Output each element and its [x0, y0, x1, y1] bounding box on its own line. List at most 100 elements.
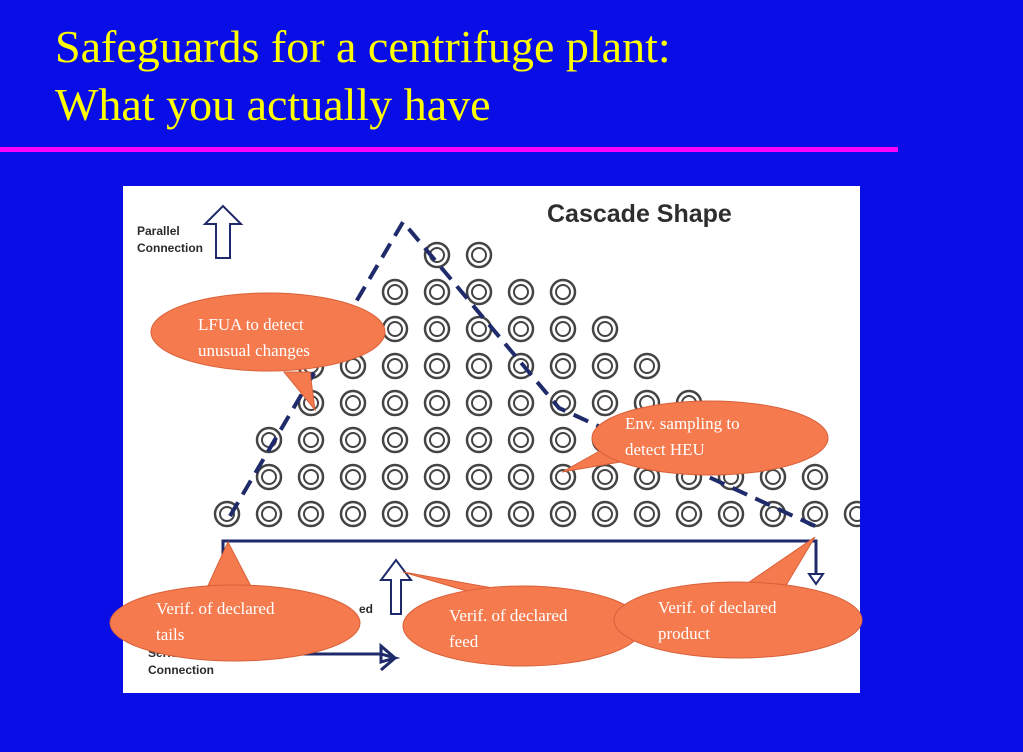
centrifuge-unit-core [513, 469, 529, 485]
centrifuge-unit [297, 426, 325, 454]
centrifuge-unit-core [219, 506, 235, 522]
centrifuge-unit [465, 352, 493, 380]
centrifuge-unit-core [597, 395, 613, 411]
centrifuge-unit [549, 500, 577, 528]
env-sampling-callout-text: Env. sampling to detect HEU [625, 411, 740, 463]
centrifuge-unit [255, 426, 283, 454]
centrifuge-unit [549, 352, 577, 380]
centrifuge-unit [549, 426, 577, 454]
centrifuge-unit [465, 241, 493, 269]
product-callout: Verif. of declared product [605, 535, 867, 665]
parallel-label-line-2: Connection [137, 241, 203, 255]
centrifuge-unit-core [807, 506, 823, 522]
centrifuge-unit [507, 500, 535, 528]
centrifuge-unit-core [513, 321, 529, 337]
centrifuge-unit-core [555, 358, 571, 374]
parallel-connection-label: Parallel Connection [137, 223, 203, 257]
centrifuge-unit-core [471, 395, 487, 411]
centrifuge-unit-core [555, 321, 571, 337]
feed-label-fragment: ed [359, 602, 374, 616]
lfua-callout-bubble [150, 292, 386, 412]
centrifuge-unit [549, 315, 577, 343]
centrifuge-unit [591, 315, 619, 343]
centrifuge-unit [591, 500, 619, 528]
slide-title: Safeguards for a centrifuge plant: What … [55, 18, 671, 134]
lfua-callout: LFUA to detect unusual changes [150, 292, 390, 422]
centrifuge-unit [381, 500, 409, 528]
centrifuge-unit [759, 500, 787, 528]
centrifuge-unit-core [597, 321, 613, 337]
centrifuge-unit-core [429, 358, 445, 374]
parallel-label-line-1: Parallel [137, 224, 180, 238]
centrifuge-unit [381, 352, 409, 380]
lfua-line-1: LFUA to detect [198, 315, 304, 334]
product-callout-text: Verif. of declared product [658, 595, 776, 647]
centrifuge-unit [423, 500, 451, 528]
centrifuge-unit-core [471, 247, 487, 263]
centrifuge-unit [717, 500, 745, 528]
centrifuge-unit-core [555, 506, 571, 522]
tails-callout: Verif. of declared tails [108, 540, 364, 665]
centrifuge-unit [507, 278, 535, 306]
centrifuge-unit [255, 500, 283, 528]
centrifuge-unit [381, 389, 409, 417]
centrifuge-unit [297, 463, 325, 491]
centrifuge-unit-core [471, 321, 487, 337]
lfua-line-2: unusual changes [198, 341, 310, 360]
centrifuge-unit-core [555, 469, 571, 485]
centrifuge-unit-core [429, 395, 445, 411]
centrifuge-unit-core [849, 506, 860, 522]
centrifuge-unit [465, 426, 493, 454]
centrifuge-unit-core [303, 506, 319, 522]
centrifuge-unit-core [471, 358, 487, 374]
centrifuge-unit-core [513, 506, 529, 522]
centrifuge-unit [339, 426, 367, 454]
centrifuge-unit [465, 463, 493, 491]
cascade-outline [228, 220, 816, 528]
centrifuge-unit-core [387, 432, 403, 448]
centrifuge-unit [549, 389, 577, 417]
product-outlet-arrow [807, 573, 825, 586]
centrifuge-unit-core [513, 395, 529, 411]
centrifuge-unit-core [681, 506, 697, 522]
feed-callout-text: Verif. of declared feed [449, 603, 567, 655]
centrifuge-unit-core [639, 358, 655, 374]
product-callout-bubble [613, 536, 863, 659]
centrifuge-unit-core [639, 506, 655, 522]
centrifuge-unit-core [387, 395, 403, 411]
centrifuge-unit-core [261, 469, 277, 485]
title-underline [0, 147, 898, 152]
centrifuge-unit-core [387, 284, 403, 300]
centrifuge-unit-core [303, 432, 319, 448]
centrifuge-unit [423, 241, 451, 269]
centrifuge-unit-core [639, 469, 655, 485]
centrifuge-unit [465, 500, 493, 528]
cascade-diagram-graphics [202, 204, 860, 672]
centrifuge-unit [633, 352, 661, 380]
centrifuge-unit-core [387, 321, 403, 337]
lfua-callout-text: LFUA to detect unusual changes [198, 312, 310, 364]
centrifuge-unit-core [471, 432, 487, 448]
centrifuge-unit-core [513, 358, 529, 374]
centrifuge-unit [423, 278, 451, 306]
centrifuge-unit-core [723, 506, 739, 522]
centrifuge-unit [507, 315, 535, 343]
centrifuge-unit [633, 500, 661, 528]
tails-callout-bubble [109, 540, 361, 662]
centrifuge-unit [423, 463, 451, 491]
slide-title-line-1: Safeguards for a centrifuge plant: [55, 21, 671, 72]
centrifuge-unit-core [387, 358, 403, 374]
centrifuge-array [213, 241, 860, 528]
diagram-heading: Cascade Shape [547, 200, 732, 228]
centrifuge-unit [381, 426, 409, 454]
centrifuge-unit-core [261, 506, 277, 522]
centrifuge-unit-core [765, 469, 781, 485]
centrifuge-unit-core [597, 506, 613, 522]
centrifuge-unit-core [765, 506, 781, 522]
centrifuge-unit-core [555, 284, 571, 300]
centrifuge-unit-core [597, 358, 613, 374]
tails-line-1: Verif. of declared [156, 599, 275, 618]
centrifuge-unit [591, 389, 619, 417]
centrifuge-unit-core [345, 469, 361, 485]
centrifuge-unit [507, 389, 535, 417]
